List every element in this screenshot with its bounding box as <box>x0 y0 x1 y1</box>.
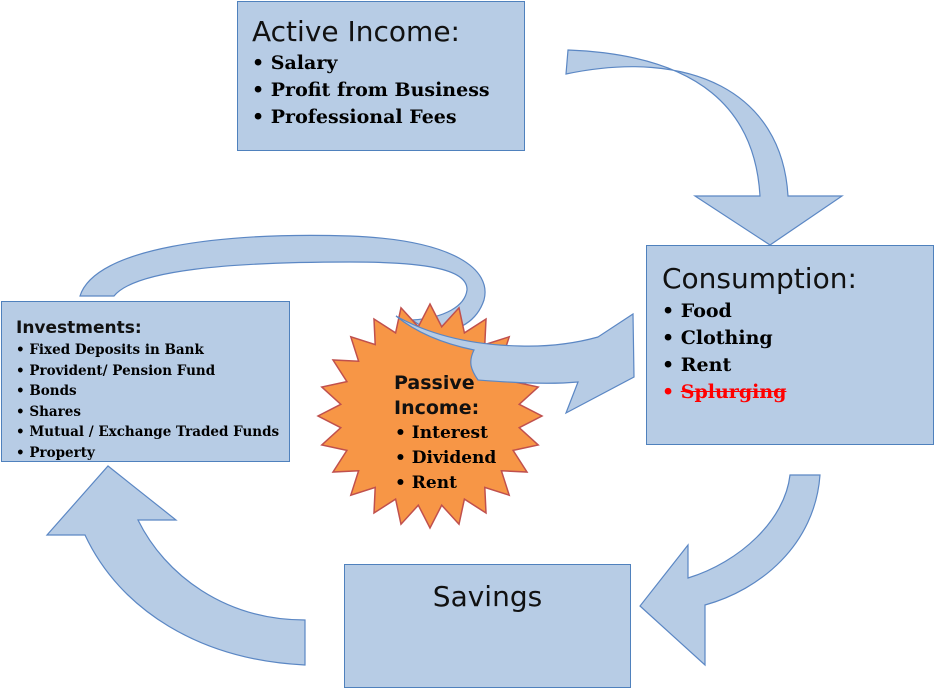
investments-box: Investments: Fixed Deposits in Bank Prov… <box>1 301 290 462</box>
list-item: Provident/ Pension Fund <box>16 361 289 382</box>
list-item: Bonds <box>16 381 289 402</box>
list-item: Interest <box>395 421 496 446</box>
list-item: Dividend <box>395 446 497 471</box>
list-item: Clothing <box>662 325 933 352</box>
list-item: Food <box>662 298 933 325</box>
passive-income-list: Interest Dividend Rent <box>394 421 497 496</box>
savings-box: Savings <box>344 564 631 688</box>
consumption-title: Consumption: <box>662 262 857 295</box>
struck-item-text: Splurging <box>680 381 787 403</box>
struck-list-item: Splurging <box>662 379 933 406</box>
list-item: Rent <box>395 471 496 496</box>
savings-title: Savings <box>432 580 543 613</box>
active-income-list: Salary Profit from Business Professional… <box>252 50 524 131</box>
list-item: Property <box>16 443 289 464</box>
arrow-consumption-to-savings <box>639 474 821 667</box>
arrow-passive-to-consumption <box>395 312 635 415</box>
list-item: Mutual / Exchange Traded Funds <box>16 422 289 443</box>
list-item: Shares <box>16 402 289 423</box>
arrow-active-to-consumption <box>565 49 844 246</box>
list-item: Profit from Business <box>252 77 524 104</box>
passive-income-label: Passive Income: Interest Dividend Rent <box>394 371 496 496</box>
list-item: Professional Fees <box>252 104 524 131</box>
active-income-title: Active Income: <box>252 15 460 48</box>
investments-title: Investments: <box>16 318 142 338</box>
investments-list: Fixed Deposits in Bank Provident/ Pensio… <box>16 340 289 463</box>
active-income-box: Active Income: Salary Profit from Busine… <box>237 1 525 151</box>
consumption-list: Food Clothing Rent Splurging <box>662 298 933 406</box>
arrow-savings-to-investments <box>45 465 306 666</box>
passive-income-title-line1: Passive <box>394 372 475 394</box>
list-item: Fixed Deposits in Bank <box>16 340 289 361</box>
consumption-box: Consumption: Food Clothing Rent Splurgin… <box>646 245 934 445</box>
list-item: Salary <box>252 50 524 77</box>
list-item: Rent <box>662 352 933 379</box>
passive-income-title-line2: Income: <box>394 397 480 419</box>
